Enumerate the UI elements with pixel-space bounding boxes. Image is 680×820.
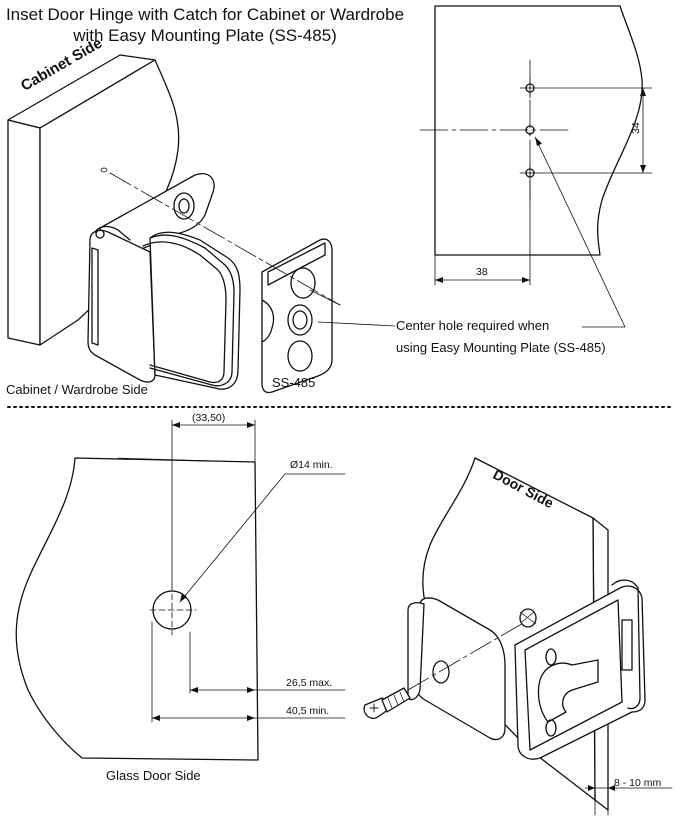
title-line-1: Inset Door Hinge with Catch for Cabinet … (5, 5, 405, 24)
max-distance-dimension: 26,5 max. (286, 677, 333, 689)
body-hole-bottom-icon (545, 719, 557, 737)
plate-hole-top-icon (290, 267, 316, 299)
thickness-dimension (584, 785, 673, 816)
hole-mark-top-icon (519, 77, 541, 99)
hole-mark-bottom-icon (519, 162, 541, 184)
hinge-assembly-top (87, 173, 241, 390)
hole-diameter-dimension: Ø14 min. (290, 459, 333, 471)
page-title: Inset Door Hinge with Catch for Cabinet … (0, 4, 410, 46)
plate-hole-bottom-icon (287, 340, 313, 372)
cabinet-wardrobe-side-label: Cabinet / Wardrobe Side (6, 382, 148, 397)
plate-code-label: SS-485 (272, 375, 316, 390)
center-hole-note-line-1: Center hole required when (396, 318, 550, 333)
edge-offset-dimension: 38 (476, 266, 488, 278)
hole-layout-drawing (419, 5, 653, 328)
screw-icon (363, 687, 411, 719)
min-distance-dimension: 40,5 min. (286, 705, 330, 717)
hinge-assembly-bottom (407, 579, 646, 760)
glass-door-side-label: Glass Door Side (106, 768, 201, 783)
mounting-plate-ss485 (261, 238, 333, 394)
plate-hole-center-icon (287, 304, 313, 336)
title-line-2: with Easy Mounting Plate (SS-485) (73, 26, 337, 45)
body-hole-top-icon (545, 648, 557, 666)
glass-thickness-dimension: 8 - 10 mm (614, 777, 662, 789)
screw-hole-icon (173, 192, 195, 220)
wall-plate-hole-icon (432, 660, 450, 684)
hole-mark-center-icon (525, 125, 535, 135)
center-hole-note-line-2: using Easy Mounting Plate (SS-485) (396, 340, 606, 355)
glass-door-drawing (15, 419, 346, 761)
reference-dimension: (33,50) (192, 412, 226, 424)
assembly-lines (100, 167, 396, 327)
hole-spacing-dimension: 34 (630, 122, 642, 134)
screw-axis-line (407, 621, 526, 691)
